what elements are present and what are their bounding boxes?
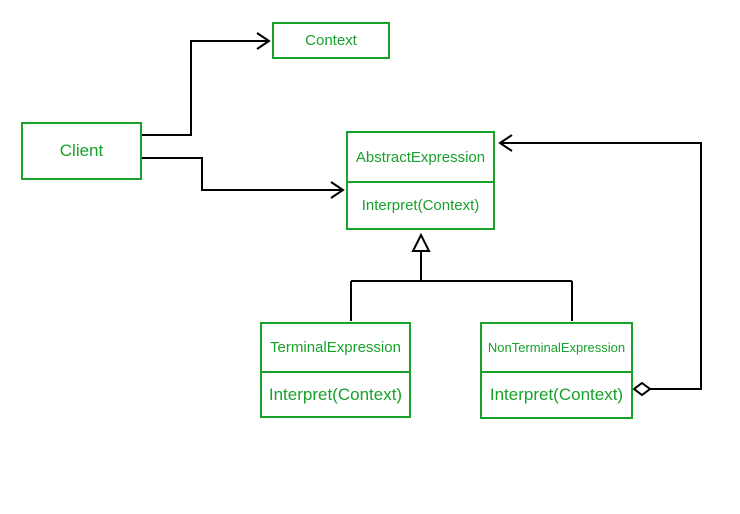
hollow-diamond-icon (632, 381, 652, 397)
class-node-abstract-expression-method: Interpret(Context) (361, 197, 480, 214)
class-node-client-label: Client (59, 141, 104, 160)
open-arrowhead-icon (256, 32, 271, 50)
hollow-triangle-icon (411, 232, 431, 252)
class-node-nonterminal-expression-method: Interpret(Context) (489, 385, 624, 404)
edge-client-to-context (142, 32, 271, 136)
class-node-context-label: Context (305, 32, 357, 49)
class-node-terminal-expression: TerminalExpression Interpret(Context) (260, 322, 411, 418)
edge-nonterminal-to-abstract-line (502, 142, 702, 390)
class-node-terminal-expression-method: Interpret(Context) (268, 384, 403, 404)
class-node-nonterminal-expression-title: NonTerminalExpression (482, 324, 631, 373)
class-node-terminal-expression-title: TerminalExpression (262, 324, 409, 373)
edge-client-to-context-line (142, 40, 267, 136)
class-node-abstract-expression: AbstractExpression Interpret(Context) (346, 131, 495, 230)
class-node-abstract-expression-title: AbstractExpression (348, 133, 493, 183)
open-arrowhead-icon (498, 134, 513, 152)
class-node-nonterminal-expression: NonTerminalExpression Interpret(Context) (480, 322, 633, 419)
edge-client-to-abstract-expression-line (142, 157, 341, 191)
edge-nonterminal-to-abstract-aggregation (498, 134, 702, 397)
class-node-client: Client (21, 122, 142, 180)
edge-client-to-abstract-expression (142, 157, 345, 199)
class-node-context: Context (272, 22, 390, 59)
edge-generalization-fork (350, 232, 573, 321)
open-arrowhead-icon (330, 181, 345, 199)
